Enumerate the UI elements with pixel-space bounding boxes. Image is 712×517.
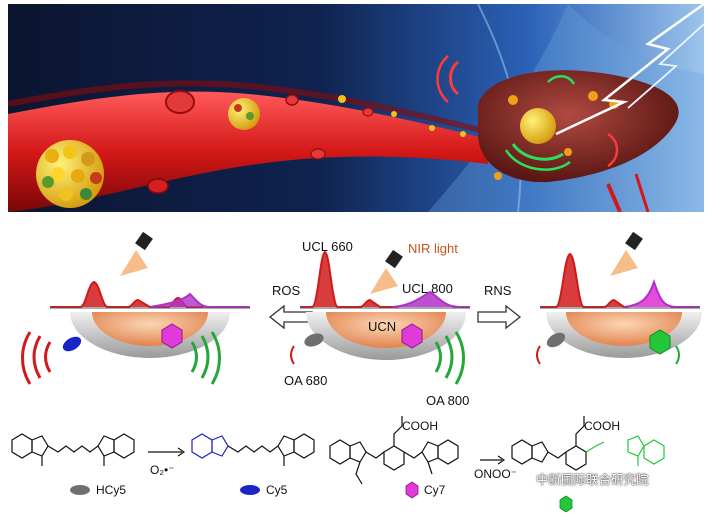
hcy5-legend-label: HCy5 bbox=[96, 483, 127, 497]
cooh-label-1: COOH bbox=[402, 419, 438, 433]
dye-reaction-scheme: COOH COOH O₂•⁻ ONOO⁻ HCy5 Cy5 Cy7 中新国际联合… bbox=[0, 412, 712, 513]
oxidized-cy7-swatch bbox=[559, 495, 573, 513]
center-state bbox=[290, 249, 470, 385]
ucl800-label: UCL 800 bbox=[402, 281, 453, 296]
cy7-swatch bbox=[405, 481, 419, 499]
sensing-schematic: UCL 660 NIR light UCL 800 ROS RNS UCN OA… bbox=[0, 212, 712, 412]
ros-state bbox=[21, 231, 250, 385]
cy5-legend-label: Cy5 bbox=[266, 483, 288, 497]
superoxide-label: O₂•⁻ bbox=[150, 463, 175, 477]
cy7-legend-label: Cy7 bbox=[424, 483, 446, 497]
wechat-icon bbox=[508, 474, 534, 494]
schematic-artwork bbox=[21, 231, 702, 385]
ucl660-label: UCL 660 bbox=[302, 239, 353, 254]
peroxynitrite-label: ONOO⁻ bbox=[474, 467, 518, 481]
banner-artwork bbox=[8, 4, 704, 212]
rns-state bbox=[536, 231, 702, 365]
bloodstream-liver-illustration bbox=[8, 4, 704, 212]
hcy5-structure bbox=[11, 433, 135, 466]
watermark-text: 中新国际联合研究院 bbox=[536, 473, 649, 487]
oxidized-cy7-structure bbox=[511, 416, 587, 471]
rns-label: RNS bbox=[484, 283, 512, 298]
ucn-label: UCN bbox=[368, 319, 397, 334]
cy5-structure bbox=[191, 433, 229, 459]
hcy5-swatch bbox=[70, 485, 90, 495]
chemistry-artwork bbox=[11, 416, 665, 513]
cy7-structure bbox=[329, 416, 459, 485]
cooh-label-2: COOH bbox=[584, 419, 620, 433]
rns-arrow bbox=[477, 304, 522, 330]
cy5-swatch bbox=[240, 485, 260, 495]
nir-light-label: NIR light bbox=[408, 241, 458, 256]
oa680-label: OA 680 bbox=[284, 373, 328, 388]
oa800-label: OA 800 bbox=[426, 393, 470, 408]
ros-label: ROS bbox=[272, 283, 301, 298]
ros-arrow bbox=[268, 304, 313, 330]
